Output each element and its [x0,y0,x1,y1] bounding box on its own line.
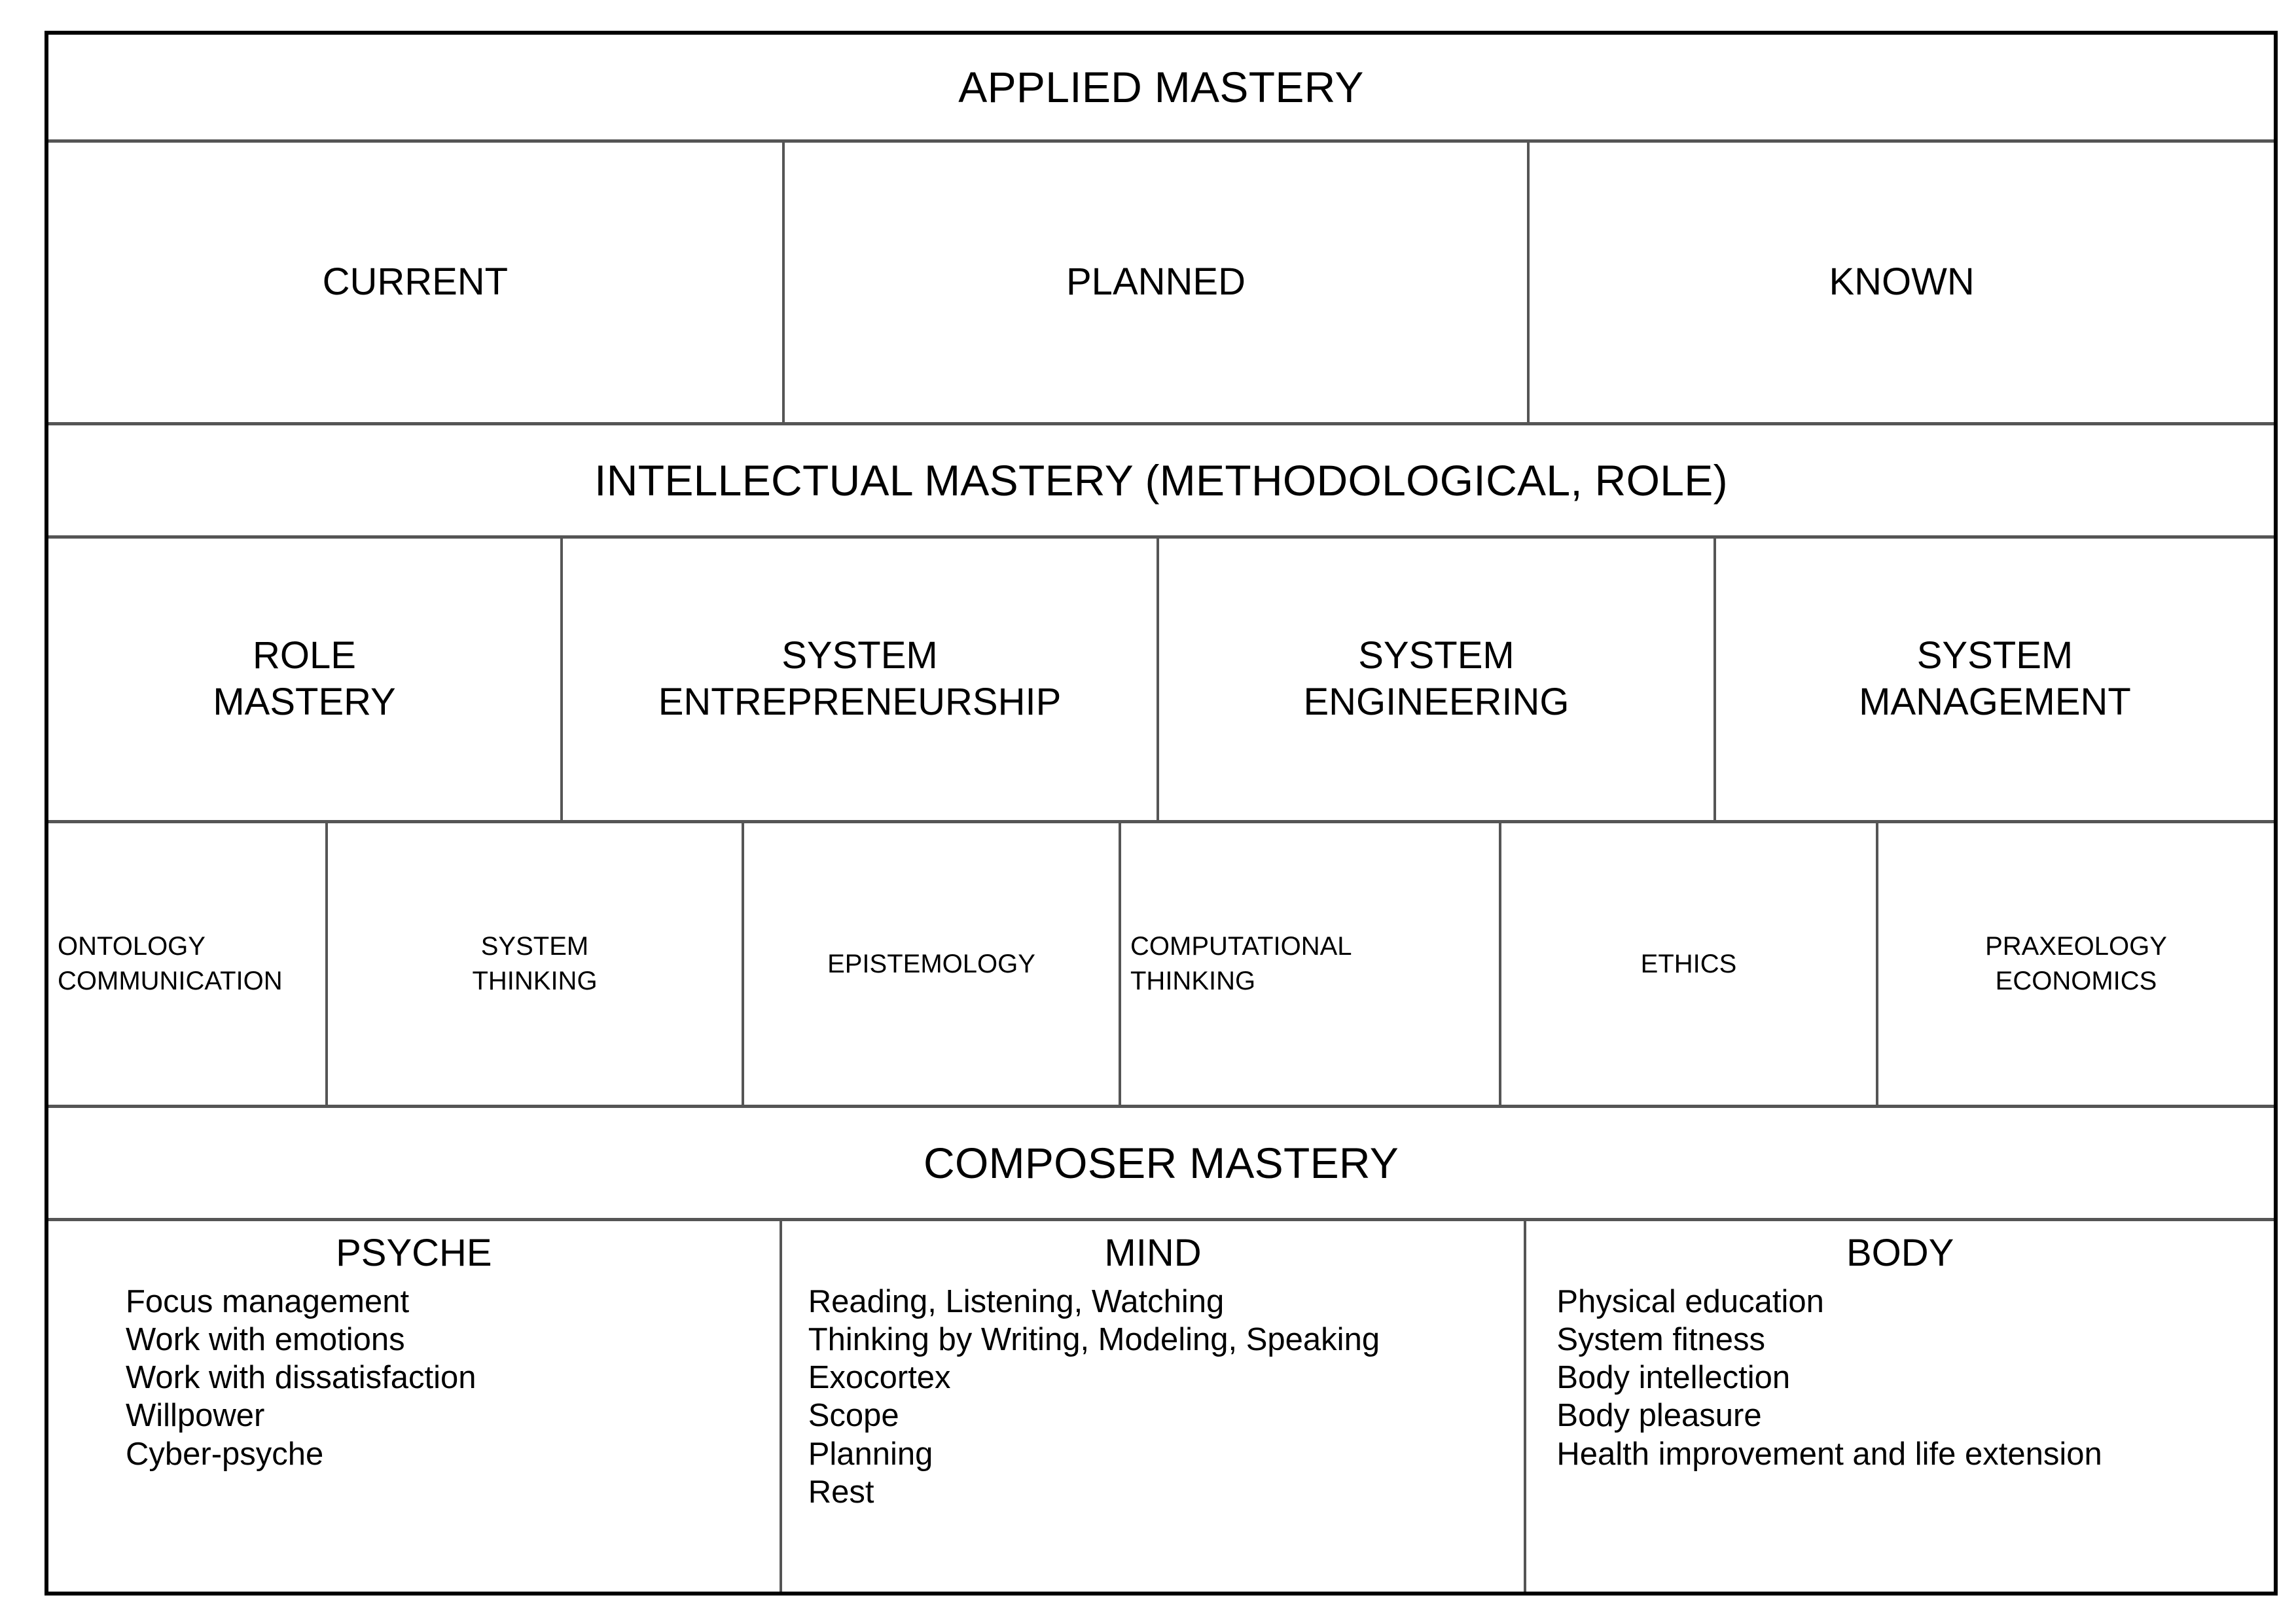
practice-cell-ontology-communication-label: ONTOLOGY COMMUNICATION [58,932,283,995]
composer-column-psyche-list: Focus management Work with emotions Work… [48,1283,780,1473]
list-item: Body pleasure [1556,1398,1762,1434]
composer-column-body-title: BODY [1846,1232,1954,1274]
applied-column-planned[interactable]: PLANNED [781,143,1528,422]
methodology-column-system-management-label: SYSTEM MANAGEMENT [1859,634,2131,723]
divider-rule [48,1218,2274,1221]
applied-mastery-header: APPLIED MASTERY [48,35,2274,139]
methodology-column-role-mastery-label: ROLE MASTERY [213,634,396,723]
composer-column-mind-title: MIND [1104,1232,1202,1274]
practice-cell-system-thinking-label: SYSTEM THINKING [472,932,598,995]
intellectual-mastery-columns: ROLE MASTERY SYSTEM ENTREPRENEURSHIP SYS… [48,539,2274,820]
divider-rule [48,820,2274,823]
practice-cell-computational-thinking-label: COMPUTATIONAL THINKING [1130,932,1352,995]
practice-cell-praxeology-economics-label: PRAXEOLOGY ECONOMICS [1985,932,2167,995]
composer-mastery-title: COMPOSER MASTERY [923,1138,1399,1187]
composer-column-body-list: Physical education System fitness Body i… [1526,1283,2274,1473]
applied-column-planned-label: PLANNED [1066,260,1246,304]
practice-cell-ontology-communication[interactable]: ONTOLOGY COMMUNICATION [48,823,325,1105]
intellectual-mastery-practices: ONTOLOGY COMMUNICATION SYSTEM THINKING E… [48,823,2274,1105]
methodology-column-system-entrepreneurship-label: SYSTEM ENTREPRENEURSHIP [658,634,1062,723]
methodology-column-system-management[interactable]: SYSTEM MANAGEMENT [1713,539,2274,820]
applied-mastery-title: APPLIED MASTERY [958,62,1364,111]
mastery-stack-diagram: APPLIED MASTERY CURRENT PLANNED KNOWN IN… [45,31,2278,1596]
divider-rule [48,1105,2274,1108]
list-item: Thinking by Writing, Modeling, Speaking [808,1321,1380,1357]
list-item: Reading, Listening, Watching [808,1283,1225,1319]
practice-cell-computational-thinking[interactable]: COMPUTATIONAL THINKING [1119,823,1499,1105]
composer-column-mind-list: Reading, Listening, Watching Thinking by… [782,1283,1524,1512]
list-item: System fitness [1556,1321,1765,1357]
composer-column-body[interactable]: BODY Physical education System fitness B… [1524,1221,2274,1592]
practice-cell-praxeology-economics[interactable]: PRAXEOLOGY ECONOMICS [1876,823,2274,1105]
practice-cell-system-thinking[interactable]: SYSTEM THINKING [325,823,742,1105]
methodology-column-role-mastery[interactable]: ROLE MASTERY [48,539,560,820]
composer-column-psyche-title: PSYCHE [336,1232,492,1274]
practice-cell-ethics[interactable]: ETHICS [1499,823,1876,1105]
practice-cell-epistemology-label: EPISTEMOLOGY [827,949,1035,978]
applied-column-current[interactable]: CURRENT [48,143,782,422]
composer-column-psyche[interactable]: PSYCHE Focus management Work with emotio… [48,1221,780,1592]
list-item: Rest [808,1474,874,1510]
methodology-column-system-entrepreneurship[interactable]: SYSTEM ENTREPRENEURSHIP [560,539,1157,820]
applied-mastery-columns: CURRENT PLANNED KNOWN [48,143,2274,422]
composer-mastery-columns: PSYCHE Focus management Work with emotio… [48,1221,2274,1592]
applied-column-current-label: CURRENT [322,260,509,304]
intellectual-mastery-title: INTELLECTUAL MASTERY (METHODOLOGICAL, RO… [594,455,1728,505]
composer-column-mind[interactable]: MIND Reading, Listening, Watching Thinki… [779,1221,1524,1592]
methodology-column-system-engineering-label: SYSTEM ENGINEERING [1303,634,1570,723]
list-item: Focus management [126,1283,410,1319]
list-item: Planning [808,1436,933,1472]
divider-rule [48,535,2274,539]
applied-column-known-label: KNOWN [1829,260,1975,304]
list-item: Work with emotions [126,1321,405,1357]
list-item: Cyber-psyche [126,1436,324,1472]
methodology-column-system-engineering[interactable]: SYSTEM ENGINEERING [1157,539,1713,820]
intellectual-mastery-header: INTELLECTUAL MASTERY (METHODOLOGICAL, RO… [48,425,2274,535]
list-item: Body intellection [1556,1360,1791,1396]
list-item: Health improvement and life extension [1556,1436,2102,1472]
applied-column-known[interactable]: KNOWN [1527,143,2274,422]
divider-rule [48,139,2274,143]
list-item: Scope [808,1398,899,1434]
divider-rule [48,422,2274,425]
list-item: Physical education [1556,1283,1824,1319]
list-item: Willpower [126,1398,265,1434]
list-item: Work with dissatisfaction [126,1360,476,1396]
practice-cell-ethics-label: ETHICS [1640,949,1737,978]
list-item: Exocortex [808,1360,951,1396]
practice-cell-epistemology[interactable]: EPISTEMOLOGY [742,823,1119,1105]
composer-mastery-header: COMPOSER MASTERY [48,1108,2274,1218]
